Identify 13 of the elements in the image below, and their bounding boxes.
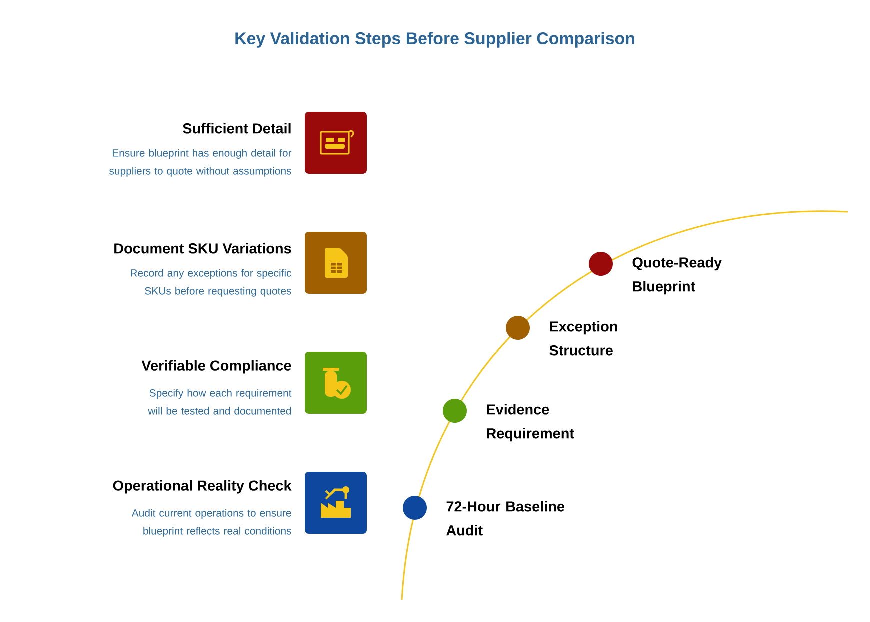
step-description: Record any exceptions for specific SKUs before requesting quotes [131, 269, 292, 297]
milestone-label: Exception Structure [550, 321, 618, 356]
step-description: Audit current operations to ensure blueprint reflects real conditions [132, 509, 292, 537]
milestone-label: Quote-Ready Blueprint [632, 257, 722, 295]
step-heading: Sufficient Detail [183, 123, 291, 134]
milestone-label: Evidence Requirement [487, 404, 574, 442]
milestone-label: 72-Hour Baseline Audit [446, 501, 565, 536]
step-description: Ensure blueprint has enough detail for suppliers to quote without assumptions [110, 149, 292, 177]
step-heading: Document SKU Variations [114, 243, 292, 254]
step-heading: Verifiable Compliance [142, 360, 292, 374]
step-description: Specify how each requirement will be tested and documented [148, 389, 292, 415]
step-heading: Operational Reality Check [113, 480, 292, 494]
title: Key Validation Steps Before Supplier Comparison [236, 32, 634, 48]
